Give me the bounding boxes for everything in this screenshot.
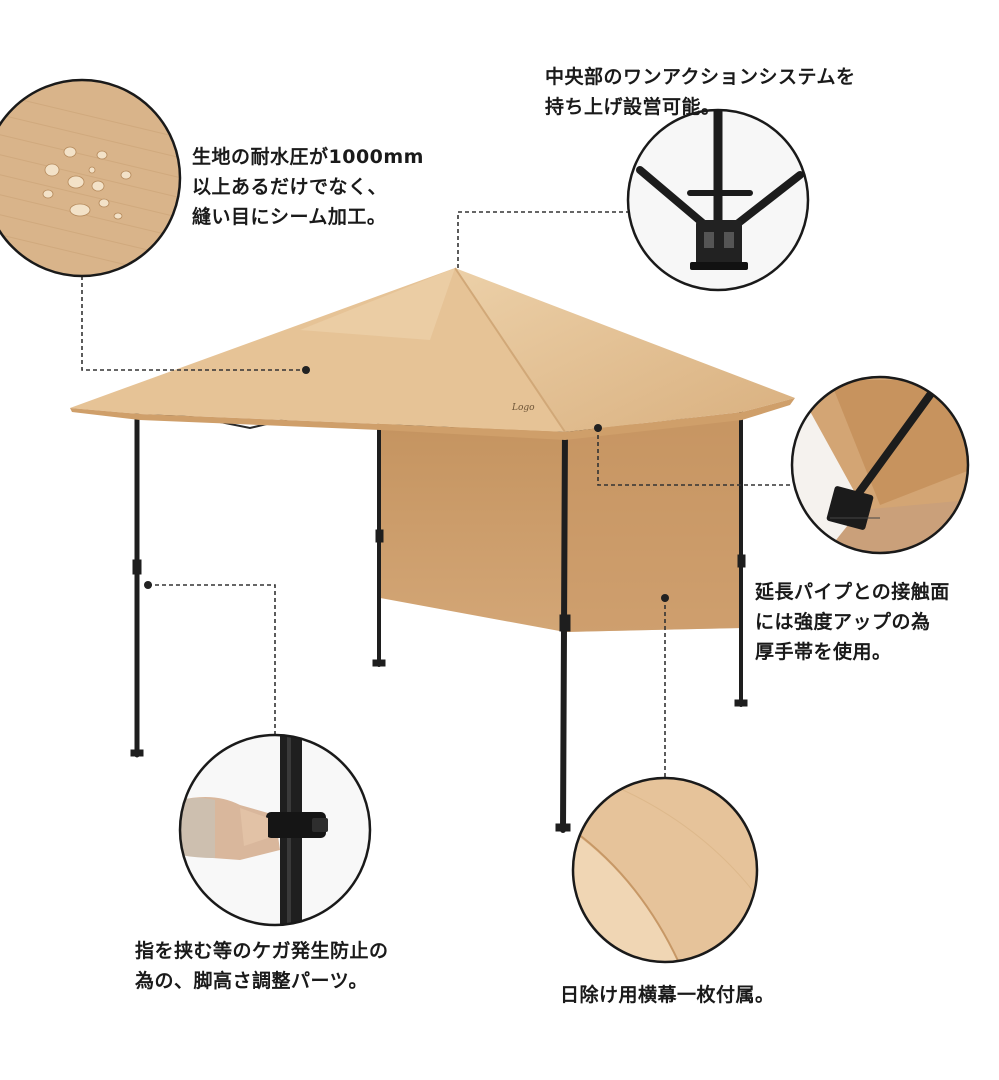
caption-fabric-waterproof: 生地の耐水圧が1000mm 以上あるだけでなく、 縫い目にシーム加工。 [192,142,424,232]
canopy-roof-right [455,268,795,432]
connector-leg [148,584,276,737]
gazebo: Logo [70,267,795,833]
caption-line: 為の、脚高さ調整パーツ。 [135,970,369,992]
caption-line: 生地の耐水圧が1000mm [192,146,424,168]
caption-line: 以上あるだけでなく、 [192,176,388,198]
caption-line: 指を挟む等のケガ発生防止の [135,940,389,962]
detail-reinforced-joint [790,375,970,555]
water-droplets [42,146,132,220]
frame-legs [130,407,748,833]
detail-leg-adjuster [178,733,372,927]
caption-line: には強度アップの為 [755,611,931,633]
callout-anchor-dots [144,366,669,602]
caption-line: 持ち上げ設営可能。 [545,96,721,118]
caption-reinforced-joint: 延長パイプとの接触面 には強度アップの為 厚手帯を使用。 [755,577,950,667]
callout-lines [81,211,792,778]
canopy-valance [70,398,795,440]
connector-joint [597,428,792,486]
caption-side-wall: 日除け用横幕一枚付属。 [560,980,775,1010]
connector-fabric [81,276,306,371]
caption-line: 日除け用横幕一枚付属。 [560,984,775,1006]
caption-line: 縫い目にシーム加工。 [192,206,387,228]
caption-line: 延長パイプとの接触面 [755,581,950,603]
connector-mechanism [457,211,628,268]
canopy-roof-left [70,268,565,432]
detail-side-wall [571,776,759,964]
caption-line: 中央部のワンアクションシステムを [545,66,856,88]
caption-line: 厚手帯を使用。 [755,641,892,663]
svg-text:Logo: Logo [511,403,535,413]
detail-one-action-hub [626,108,810,292]
detail-fabric-waterproof [0,78,182,278]
caption-one-action-system: 中央部のワンアクションシステムを 持ち上げ設営可能。 [545,62,855,122]
caption-leg-adjuster: 指を挟む等のケガ発生防止の 為の、脚高さ調整パーツ。 [135,936,389,996]
